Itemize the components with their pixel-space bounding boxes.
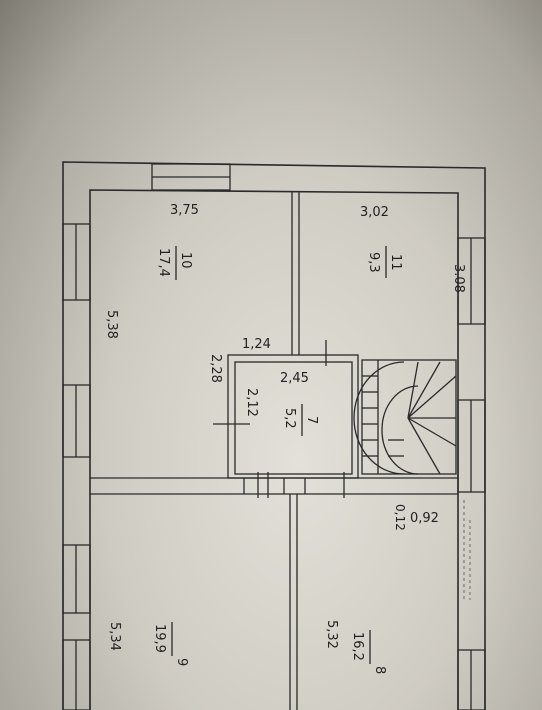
windows-left-wall	[62, 223, 91, 710]
room-8-label: 8 16,2	[350, 630, 387, 674]
room-9-number: 9	[174, 658, 189, 666]
outer-walls	[62, 161, 486, 710]
door-marks	[213, 340, 345, 498]
room-10-number: 10	[178, 252, 193, 269]
dim-room11-depth: 3.08	[451, 264, 466, 293]
dim-room11-width: 3,02	[360, 205, 389, 220]
dim-room10-width: 3,75	[170, 203, 199, 218]
room-11-area: 9,3	[366, 252, 381, 273]
dim-passage: 0,92	[410, 511, 439, 526]
faint-marks	[463, 500, 471, 600]
room-7-label: 7 5,2	[282, 404, 319, 436]
windows-right-wall	[457, 237, 486, 710]
dim-room7-width: 2,45	[280, 371, 309, 386]
staircase	[353, 359, 457, 475]
dim-wall-gap: 0,12	[393, 504, 407, 531]
dim-corridor-width: 1,24	[242, 337, 271, 352]
room-10-area: 17,4	[156, 248, 171, 277]
room-8-number: 8	[372, 666, 387, 674]
dim-room8-depth: 5,32	[324, 620, 339, 649]
room-8-area: 16,2	[350, 632, 365, 661]
room-9-area: 19,9	[152, 624, 167, 653]
room-10-label: 10 17,4	[156, 246, 193, 280]
room-9-label: 9 19,9	[152, 622, 189, 666]
room-7-area: 5,2	[282, 408, 297, 429]
room-11-label: 11 9,3	[366, 246, 403, 278]
window-top	[151, 163, 231, 191]
room-7-number: 7	[304, 416, 319, 424]
dim-room10-depth: 5,38	[104, 310, 119, 339]
dim-corridor-depth: 2,28	[208, 354, 223, 383]
dim-room7-depth: 2,12	[244, 388, 259, 417]
dim-room9-depth: 5,34	[107, 622, 122, 651]
interior-walls	[90, 192, 458, 710]
room-11-number: 11	[388, 254, 403, 271]
